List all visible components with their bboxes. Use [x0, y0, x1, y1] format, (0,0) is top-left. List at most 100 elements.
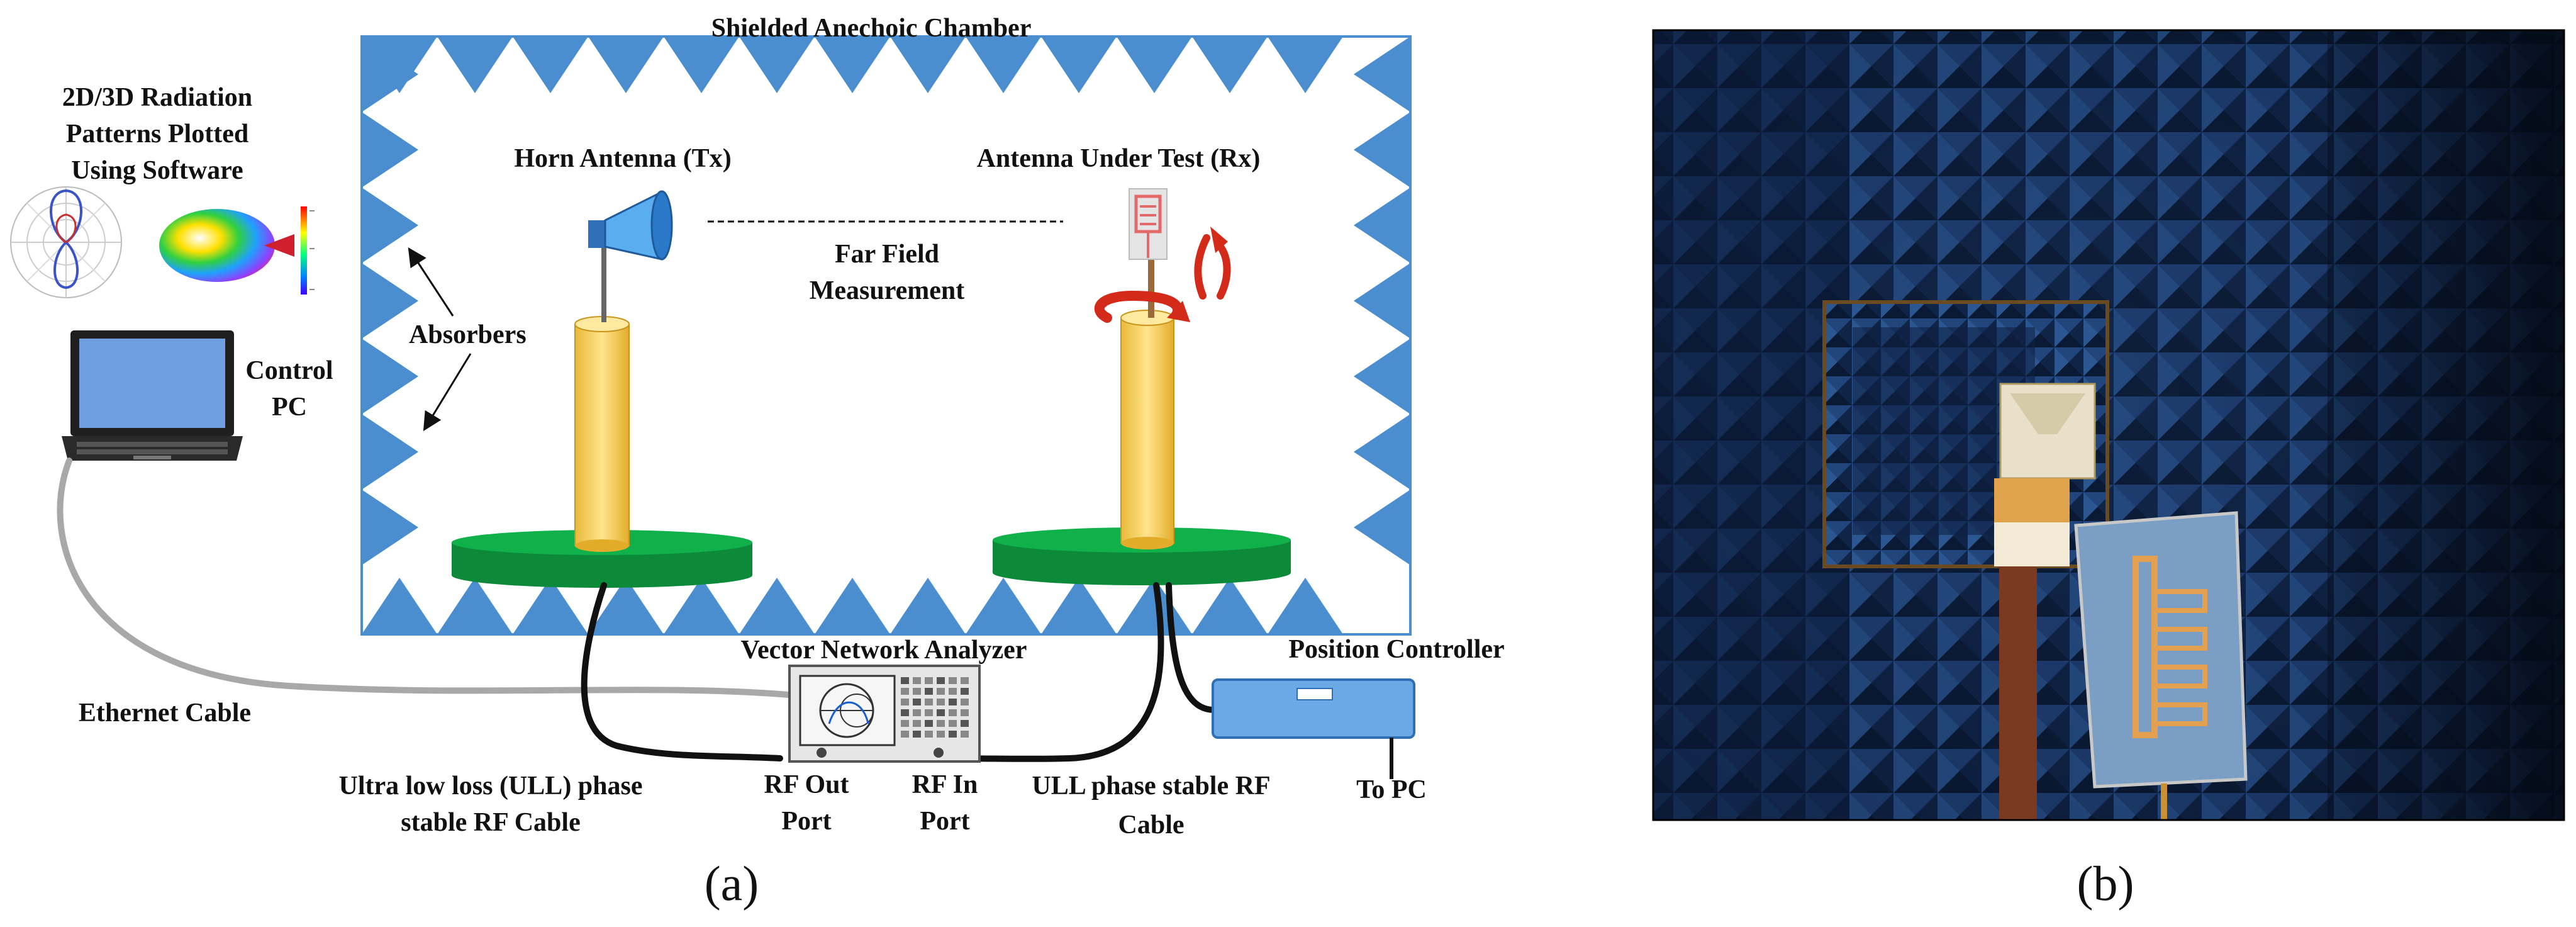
vna-button: [961, 688, 969, 695]
ull-cable-left-label-line1: Ultra low loss (ULL) phase: [338, 772, 642, 801]
ull-rf-cable-left: [581, 582, 783, 761]
software-label: 2D/3D Radiation Patterns Plotted Using S…: [62, 83, 252, 185]
position-controller-label: Position Controller: [1288, 635, 1504, 664]
absorber-pyramid: [362, 188, 418, 263]
antenna-under-test-label: Antenna Under Test (Rx): [977, 144, 1261, 173]
vna-button: [961, 720, 969, 727]
absorber-pyramid: [362, 339, 418, 414]
vna-button: [925, 709, 933, 716]
tx-pedestal: [574, 316, 630, 552]
vna-button: [901, 709, 909, 716]
3d-pattern-icon: [159, 206, 315, 295]
absorber-pyramid: [437, 578, 513, 634]
vna-button: [901, 720, 909, 727]
absorber-pyramid: [1041, 578, 1117, 634]
ethernet-cable-label: Ethernet Cable: [79, 699, 251, 728]
position-controller-cable: [1166, 582, 1217, 713]
far-field-label-line2: Measurement: [810, 276, 964, 305]
far-field-label-line1: Far Field: [835, 240, 939, 269]
software-label-line3: Using Software: [71, 156, 243, 185]
absorber-pyramid: [588, 578, 664, 634]
vna-button: [949, 720, 957, 727]
absorber-pyramid: [890, 37, 966, 93]
absorber-pyramid: [1192, 37, 1268, 93]
to-pc-label: To PC: [1356, 775, 1427, 804]
absorber-pyramid: [1117, 37, 1192, 93]
absorbers-arrow-down: [423, 353, 472, 432]
absorber-pyramid: [664, 578, 739, 634]
absorber-pyramid: [513, 578, 588, 634]
vna-button: [949, 677, 957, 684]
vna-button: [961, 731, 969, 738]
absorber-pyramid: [437, 37, 513, 93]
absorber-pyramid: [1354, 112, 1410, 188]
absorber-pyramid: [1354, 188, 1410, 263]
absorber-pyramid: [815, 578, 890, 634]
absorber-pyramid: [1354, 37, 1410, 112]
panel-b-caption: (b): [2077, 856, 2134, 911]
vna-button: [937, 709, 945, 716]
rf-in-port-label-line1: RF In: [912, 770, 978, 799]
absorber-pyramid: [815, 37, 890, 93]
polar-plot-icon: [10, 186, 122, 298]
vna-label: Vector Network Analyzer: [741, 636, 1027, 665]
absorbers-arrow-up: [408, 247, 454, 317]
absorber-pyramid: [1268, 578, 1343, 634]
vna-button: [961, 699, 969, 705]
vna-button: [961, 677, 969, 684]
vna-button: [925, 677, 933, 684]
vna-button: [901, 677, 909, 684]
vna-button: [925, 731, 933, 738]
absorber-pyramid: [739, 37, 815, 93]
rotation-arrow-icon: [1094, 227, 1231, 323]
photo-horn-antenna: [1994, 383, 2096, 820]
antenna-under-test-icon: [1129, 188, 1168, 260]
control-pc-laptop-icon: [62, 330, 243, 461]
absorber-pyramid: [1354, 414, 1410, 490]
absorber-pyramid: [664, 37, 739, 93]
absorber-pyramid: [362, 414, 418, 490]
absorber-pyramid: [1041, 37, 1117, 93]
vna-button: [937, 688, 945, 695]
vna-button: [901, 731, 909, 738]
absorber-pyramid: [966, 578, 1041, 634]
vna-button: [949, 731, 957, 738]
absorber-pyramid: [362, 263, 418, 339]
photo-antenna-under-test: [2074, 511, 2248, 820]
vna-button: [913, 709, 921, 716]
panel-b-chamber-photo: (b): [1652, 29, 2565, 911]
absorber-pyramid: [1354, 339, 1410, 414]
absorber-pyramid: [1192, 578, 1268, 634]
ethernet-cable: [57, 458, 799, 699]
absorber-pyramid: [966, 37, 1041, 93]
rf-out-port-label-line2: Port: [781, 807, 831, 836]
vna-button: [901, 699, 909, 705]
ull-cable-right-label-line1: ULL phase stable RF: [1032, 772, 1270, 801]
horn-antenna-label: Horn Antenna (Tx): [514, 144, 731, 173]
vna-button: [937, 720, 945, 727]
vna-button: [961, 709, 969, 716]
vna-button: [949, 688, 957, 695]
vna-button: [925, 720, 933, 727]
vna-button: [901, 688, 909, 695]
absorber-pyramid: [588, 37, 664, 93]
vna-button: [913, 699, 921, 705]
vna-button: [937, 677, 945, 684]
position-controller-icon: [1212, 678, 1415, 739]
rf-in-port-label-line2: Port: [920, 807, 969, 836]
vna-button-grid: [901, 677, 969, 738]
software-label-line2: Patterns Plotted: [66, 120, 248, 149]
absorber-pyramid: [1354, 490, 1410, 565]
absorber-pyramid: [739, 578, 815, 634]
absorber-pyramid: [362, 578, 437, 634]
absorber-pyramid: [1268, 37, 1343, 93]
ull-rf-cable-right: [940, 582, 1164, 762]
rf-out-port-label-line1: RF Out: [764, 770, 849, 799]
absorber-pyramids: [362, 37, 1410, 634]
absorber-pyramid: [362, 490, 418, 565]
vna-button: [937, 731, 945, 738]
software-label-line1: 2D/3D Radiation: [62, 83, 252, 112]
vna-button: [949, 699, 957, 705]
ull-cable-right-label-line2: Cable: [1118, 811, 1185, 840]
tx-turntable: [452, 530, 752, 588]
